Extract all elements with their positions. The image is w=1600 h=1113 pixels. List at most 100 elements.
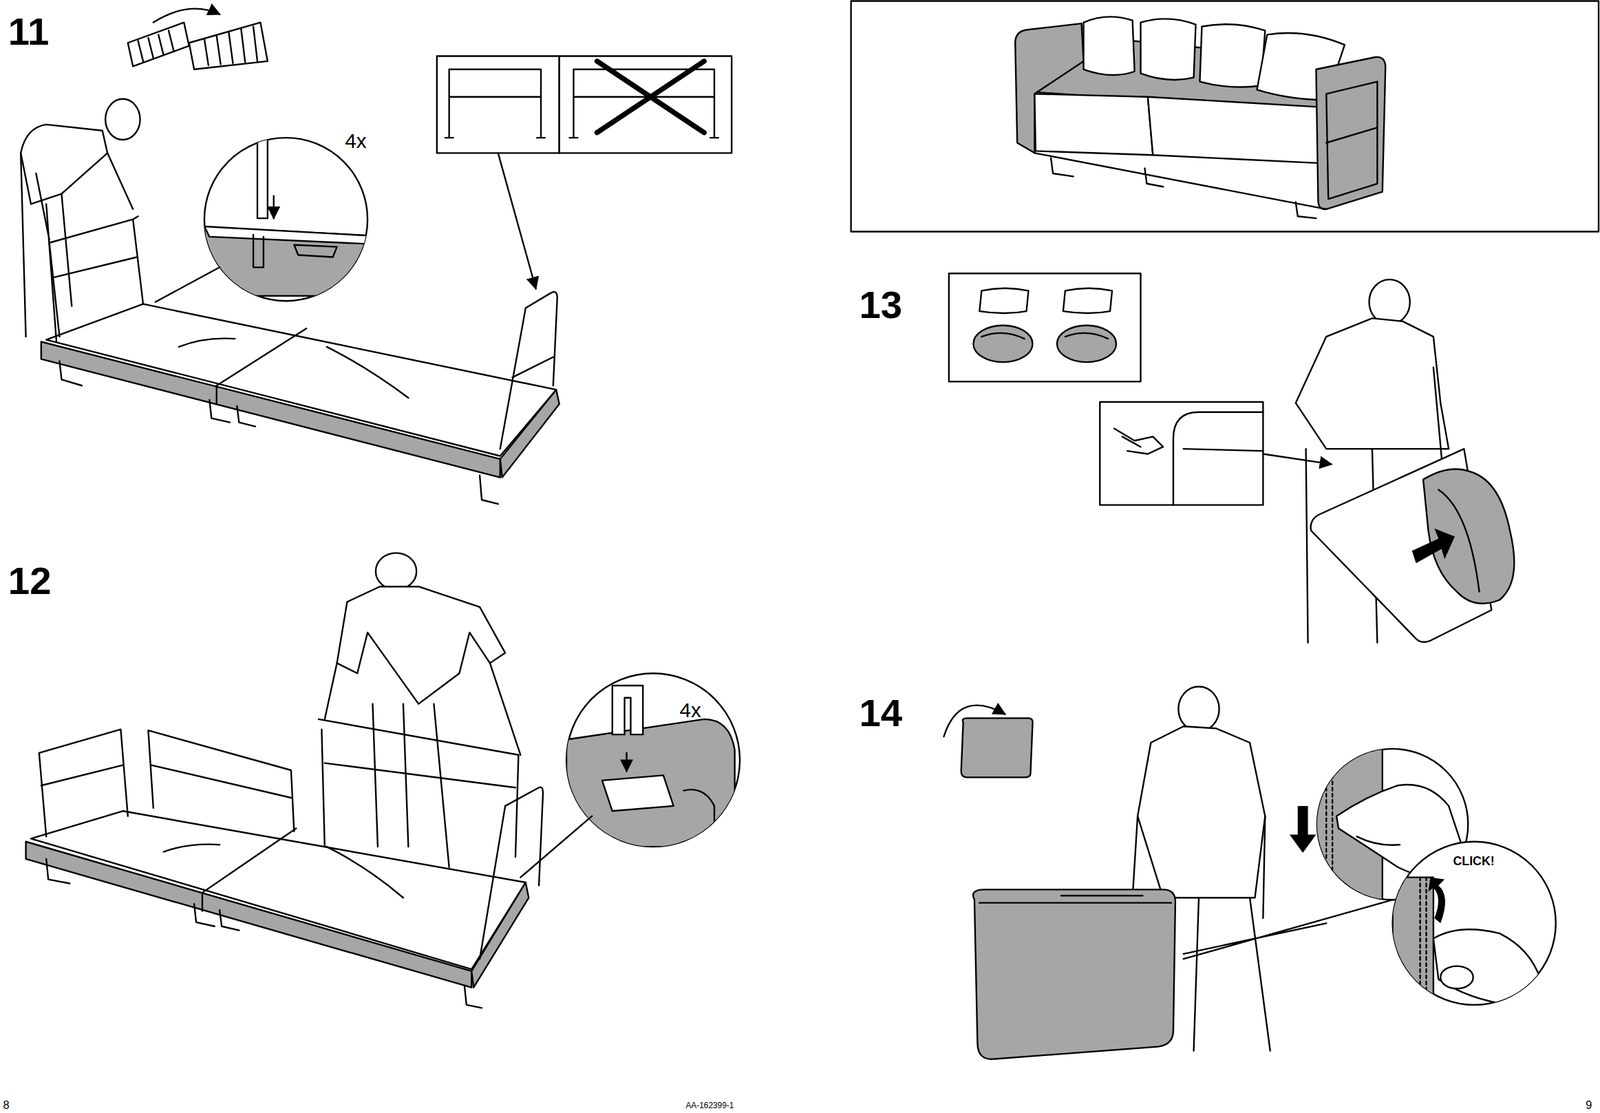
sofa-base-part — [202, 827, 296, 911]
finished-sofa-part — [1140, 18, 1197, 80]
turn-icon-part — [961, 717, 1033, 777]
person — [1295, 279, 1515, 643]
detail-circle — [155, 120, 389, 303]
sofa-base-part — [30, 810, 526, 969]
step-number: 14 — [859, 693, 903, 733]
sofa-frame-part — [500, 291, 558, 449]
detail-box-part — [1173, 412, 1263, 506]
sofa-base — [41, 304, 560, 504]
sofa-frame-part — [318, 719, 519, 857]
sofa-frame-part — [39, 729, 128, 837]
zipper-detail-part-part — [1433, 929, 1541, 1005]
person-part — [324, 662, 521, 867]
person-part — [1423, 468, 1514, 603]
zipper-detail-part-part — [1420, 877, 1427, 1020]
frame-icon-part — [138, 26, 258, 66]
detail-circle-part-part — [204, 226, 389, 245]
finished-sofa-part — [1083, 16, 1135, 76]
correct-wrong-box-part — [559, 56, 732, 154]
sofa-base-part — [216, 328, 307, 404]
sofa-base-part — [46, 858, 482, 1008]
detail-circle-part-part — [244, 120, 268, 219]
parts-box-part — [979, 288, 1029, 314]
detail-circle-part-part — [253, 234, 338, 268]
sofa-frame — [39, 719, 543, 959]
page-number: 8 — [2, 1099, 9, 1111]
finished-sofa — [851, 0, 1599, 232]
finished-sofa-part — [851, 0, 1599, 232]
parts-box — [948, 273, 1141, 382]
correct-wrong-box-part — [445, 69, 546, 138]
detail-circle-part-part — [625, 752, 627, 772]
document-code: AA-162399-1 — [685, 1101, 734, 1111]
sofa-frame-part — [147, 730, 294, 832]
person-part — [20, 152, 133, 342]
step-number: 11 — [8, 12, 50, 51]
person-part — [20, 124, 108, 205]
cushion-part — [1183, 897, 1400, 959]
frame-icon-part — [128, 22, 190, 67]
cushion-part — [979, 895, 1172, 903]
finished-sofa-part — [1326, 81, 1378, 199]
sofa-base-part — [26, 841, 473, 988]
finished-sofa-part — [1199, 24, 1265, 87]
detail-circle-part-part — [612, 685, 643, 735]
detail-box — [1099, 401, 1331, 506]
parts-box-part — [1057, 325, 1117, 362]
person — [20, 99, 140, 343]
detail-circle-part — [520, 816, 592, 878]
zipper-detail-part — [1289, 805, 1317, 853]
parts-box-part — [981, 333, 1108, 339]
frame-icon-part — [153, 8, 220, 23]
person-part — [1369, 279, 1411, 325]
parts-box-part — [1063, 288, 1113, 314]
sofa-frame-part — [479, 787, 543, 960]
parts-box-part — [948, 273, 1141, 382]
detail-circle-part-part — [566, 719, 735, 847]
detail-circle-part-part — [684, 789, 715, 847]
person-part — [105, 99, 140, 140]
finished-sofa-part — [1034, 152, 1327, 219]
sound-label: CLICK! — [1452, 855, 1495, 868]
person-part — [1412, 528, 1455, 563]
person-part — [375, 552, 417, 590]
turn-icon — [943, 705, 1033, 778]
detail-circle-part-part — [273, 196, 275, 219]
finished-sofa-part — [1315, 57, 1386, 210]
detail-circle-part-part — [602, 774, 674, 811]
detail-circle-part — [566, 685, 735, 847]
finished-sofa-part — [1147, 97, 1322, 164]
finished-sofa-part — [1034, 93, 1153, 155]
zipper-detail-part-part — [1326, 744, 1333, 908]
sofa-base-part — [163, 844, 404, 899]
person-part — [337, 586, 506, 704]
sofa-base-part — [59, 361, 498, 504]
parts-box-part — [973, 325, 1033, 362]
sofa-base — [26, 810, 530, 1008]
step-number: 12 — [8, 561, 52, 601]
detail-circle-part — [566, 673, 740, 847]
sofa-base-part — [178, 338, 409, 398]
correct-wrong-box-part — [436, 56, 560, 154]
sofa-frame — [49, 216, 558, 449]
correct-wrong-box-part — [597, 61, 705, 133]
detail-circle-part — [155, 267, 220, 302]
detail-circle-part-part — [194, 226, 389, 296]
detail-circle-part — [194, 120, 389, 296]
zipper-detail-part-part — [1440, 966, 1473, 989]
sofa-base-part — [471, 882, 529, 988]
quantity-label: 4x — [344, 130, 367, 152]
zipper-detail-part-part — [1392, 877, 1434, 1020]
cushion — [973, 889, 1400, 1059]
zipper-detail-part — [1392, 877, 1541, 1020]
person-part — [1295, 317, 1449, 449]
correct-wrong-box-part — [498, 152, 537, 289]
detail-circle — [520, 673, 740, 877]
cushion-part — [973, 889, 1176, 1059]
detail-box-part — [1114, 428, 1164, 454]
quantity-label: 4x — [679, 699, 702, 721]
zipper-detail-part-part — [1357, 836, 1400, 845]
detail-box-part — [1099, 401, 1263, 506]
